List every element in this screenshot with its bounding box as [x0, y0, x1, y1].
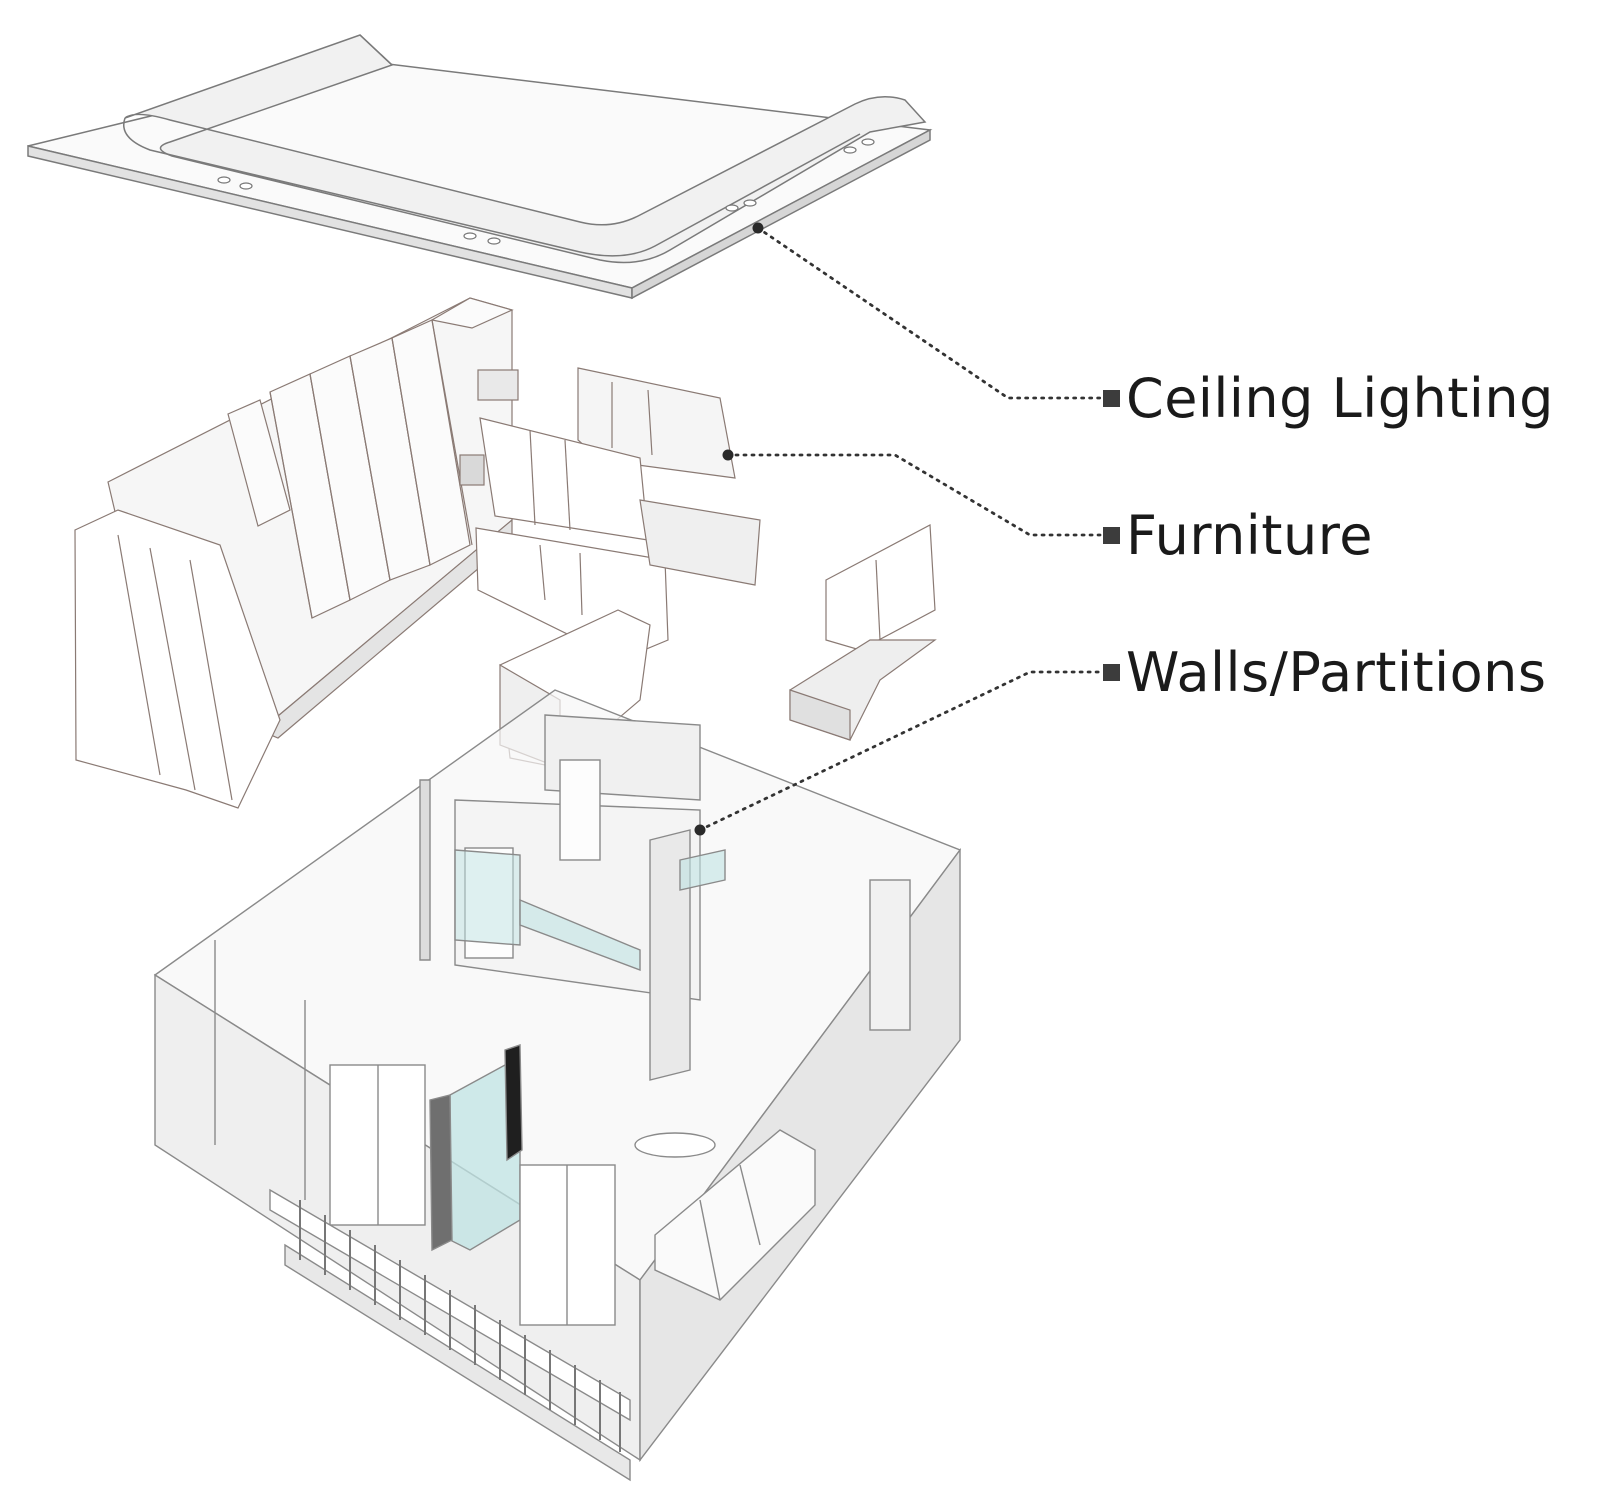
ceiling-layer [27, 34, 933, 300]
ceiling-marker [1103, 390, 1120, 407]
label-ceiling-lighting: Ceiling Lighting [1126, 367, 1554, 430]
furniture-marker [1103, 527, 1120, 544]
leader-anchor-dots [694, 222, 764, 836]
leader-lines [698, 226, 1102, 832]
walls-layer [153, 689, 962, 1482]
walls-marker [1103, 664, 1120, 681]
label-furniture: Furniture [1126, 504, 1373, 567]
label-walls-partitions: Walls/Partitions [1126, 641, 1547, 704]
